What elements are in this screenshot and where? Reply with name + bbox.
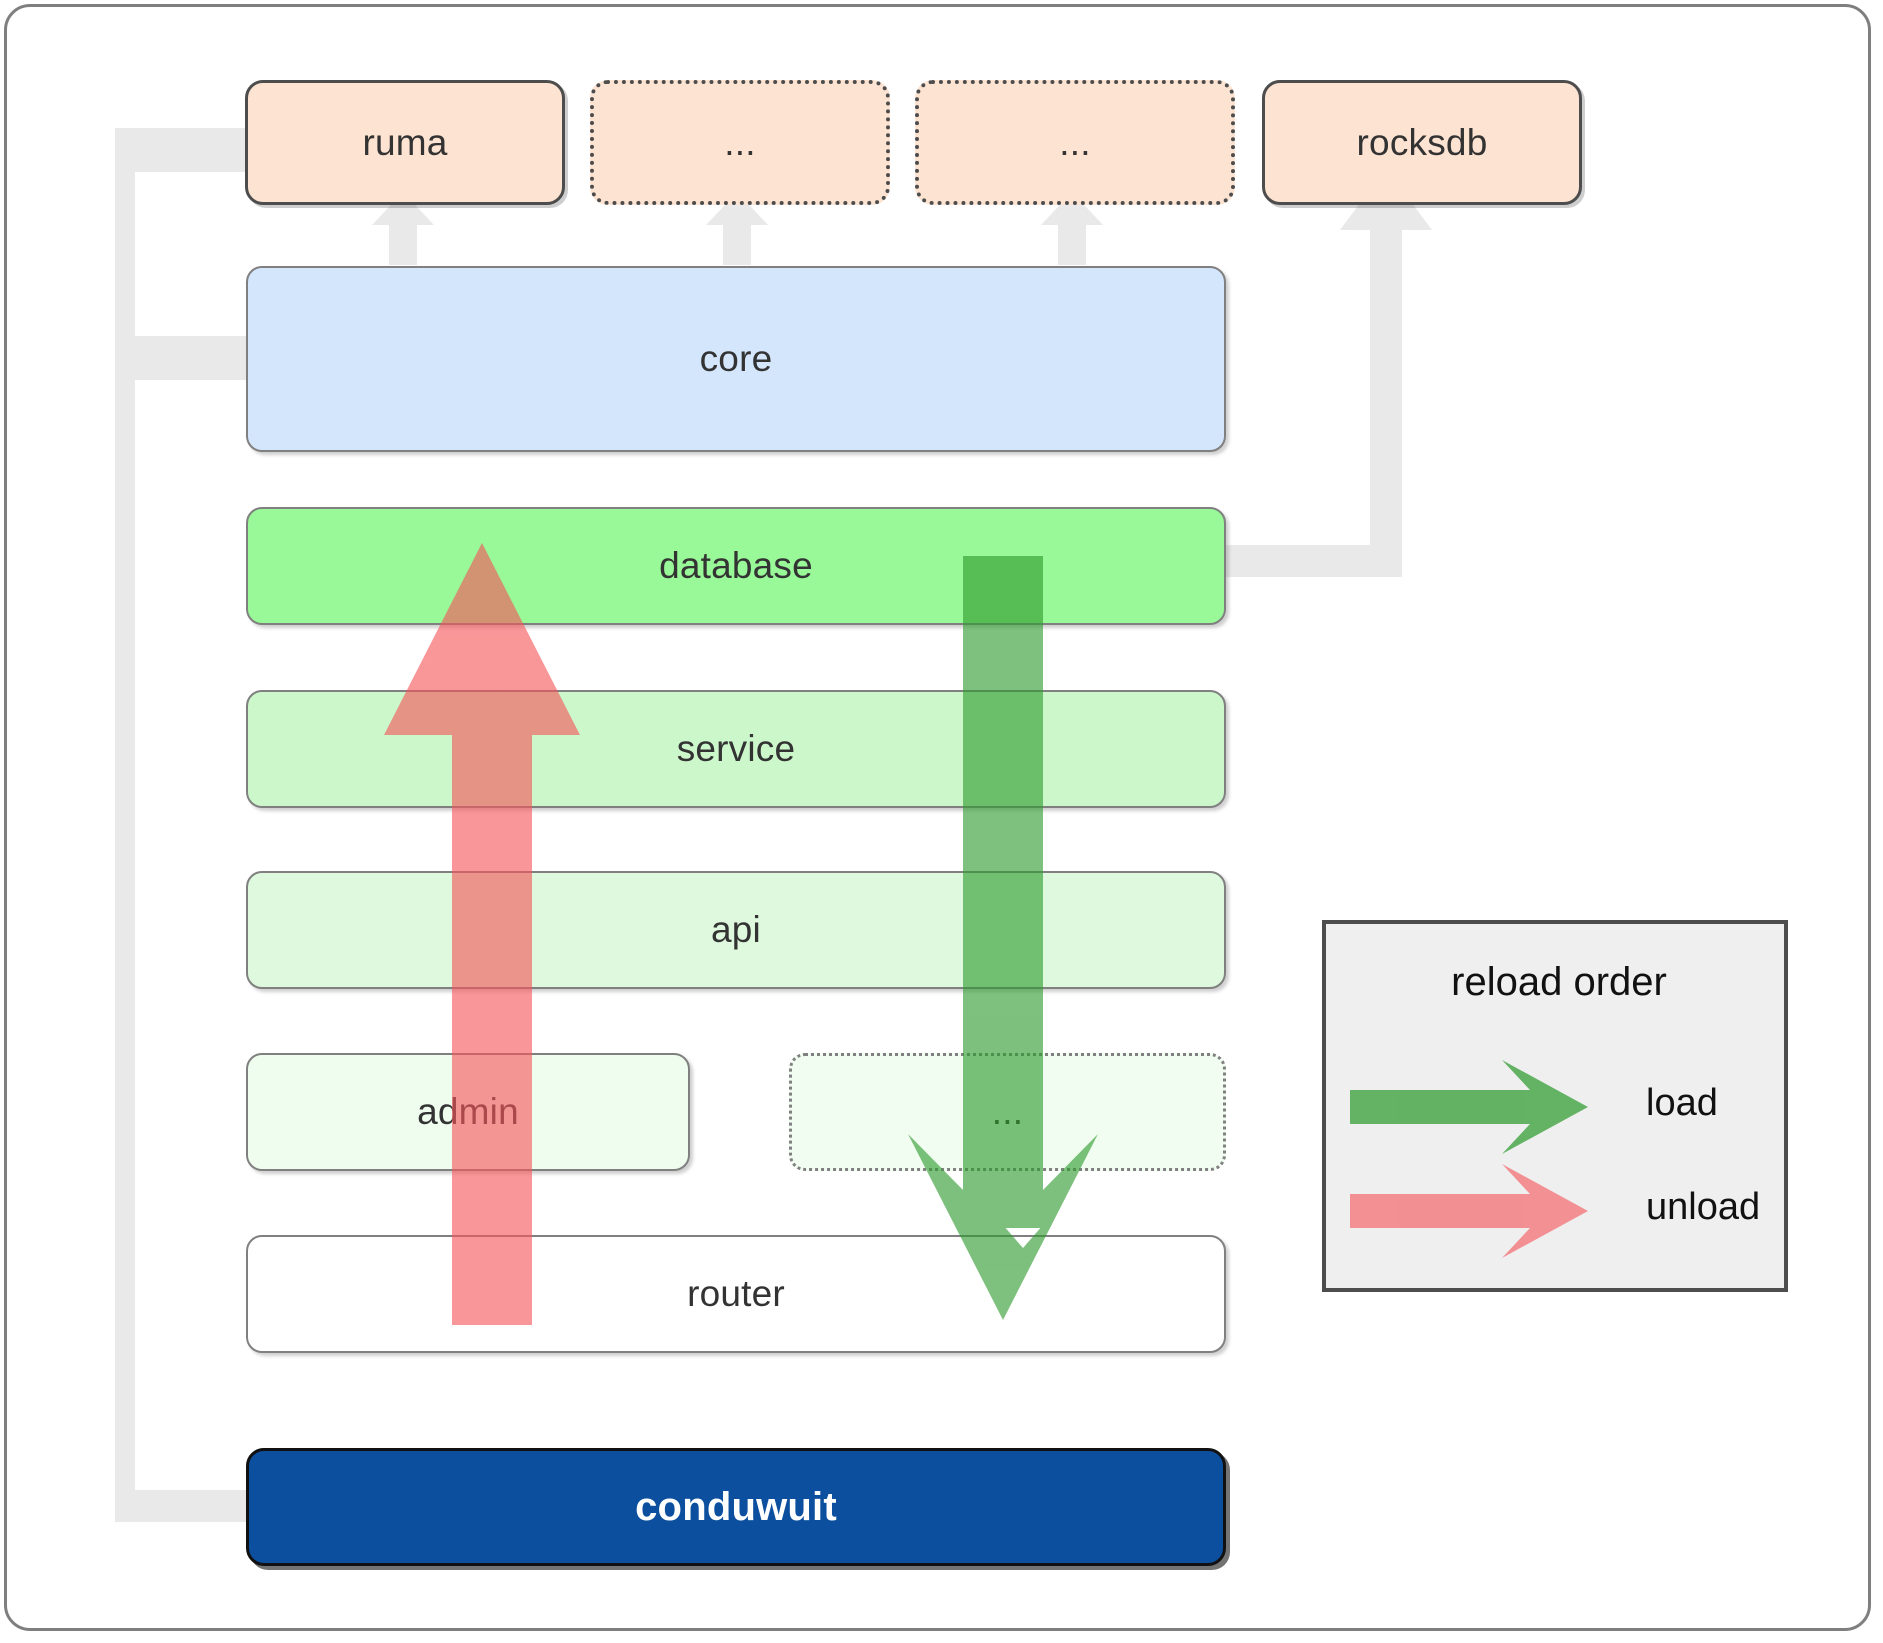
dependency-label: rocksdb [1356, 121, 1488, 163]
legend-load-label: load [1646, 1082, 1718, 1124]
dependency-node-ruma[interactable]: ruma [245, 80, 565, 205]
legend-panel: reload order load unload [1322, 920, 1788, 1292]
dependency-label: ruma [362, 121, 448, 163]
layer-label: core [699, 338, 773, 379]
dependency-label: ... [1059, 121, 1091, 163]
legend-unload-label: unload [1646, 1186, 1761, 1228]
legend-title: reload order [1451, 960, 1667, 1004]
layer-label: api [711, 909, 761, 950]
legend-unload-arrow-icon [1350, 1164, 1588, 1258]
dependency-node-rocksdb[interactable]: rocksdb [1262, 80, 1582, 205]
layer-node-router[interactable]: router [246, 1235, 1226, 1353]
binary-label: conduwuit [635, 1484, 837, 1529]
dependency-node-dots-a[interactable]: ... [590, 80, 890, 205]
layer-label: database [659, 545, 813, 586]
layer-node-dots-c[interactable]: ... [789, 1053, 1226, 1171]
layer-label: router [687, 1273, 785, 1314]
layer-node-database[interactable]: database [246, 507, 1226, 625]
layer-node-service[interactable]: service [246, 690, 1226, 808]
binary-node-conduwuit[interactable]: conduwuit [246, 1448, 1226, 1566]
layer-node-admin[interactable]: admin [246, 1053, 690, 1171]
layer-label: service [676, 728, 796, 769]
layer-label: ... [991, 1091, 1024, 1132]
legend-load-arrow-icon [1350, 1060, 1588, 1154]
layer-label: admin [417, 1091, 519, 1132]
dependency-label: ... [724, 121, 756, 163]
layer-node-core[interactable]: core [246, 266, 1226, 452]
layer-node-api[interactable]: api [246, 871, 1226, 989]
dependency-node-dots-b[interactable]: ... [915, 80, 1235, 205]
